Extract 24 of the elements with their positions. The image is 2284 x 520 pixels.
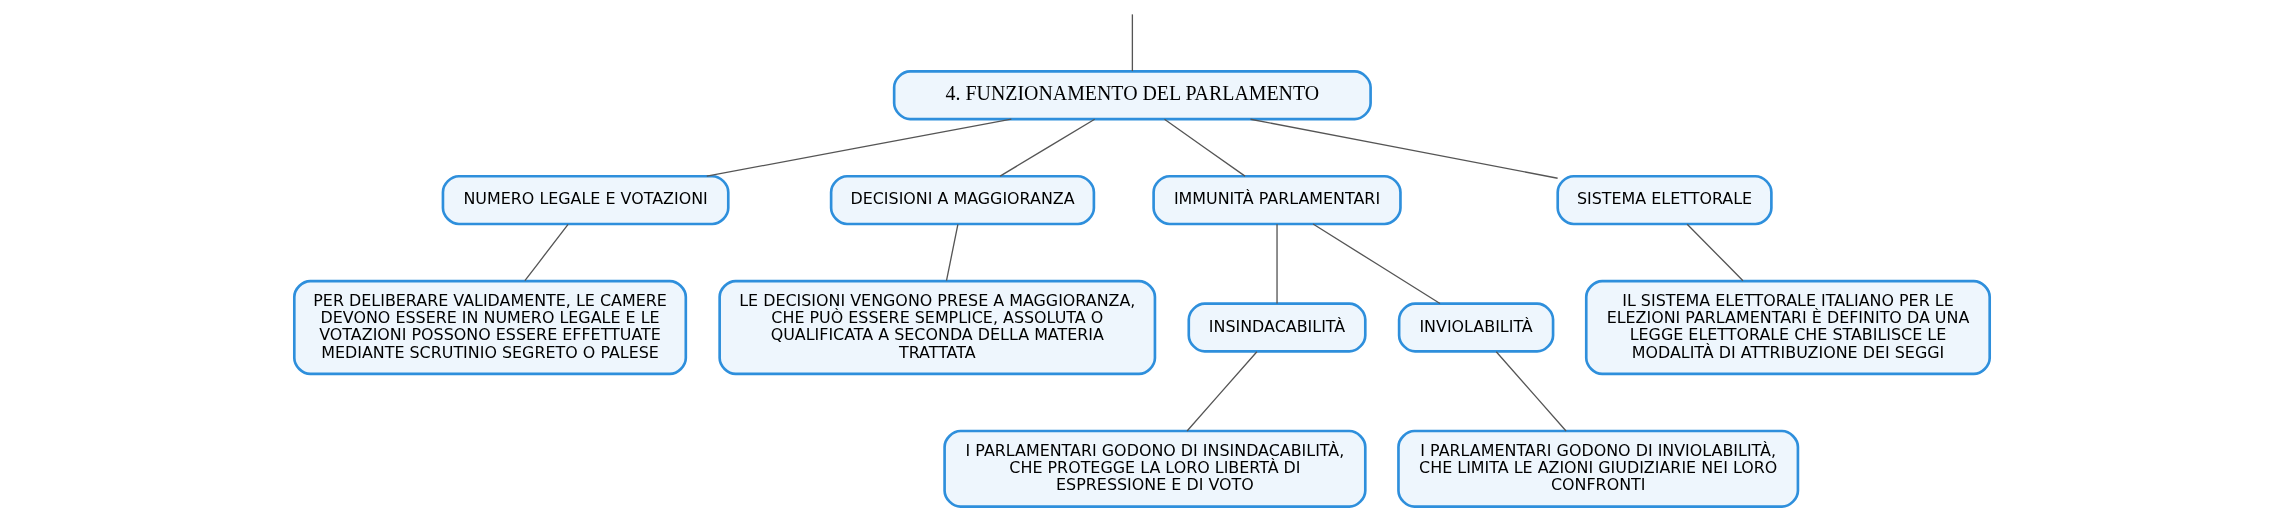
node-box: DECISIONI A MAGGIORANZA xyxy=(829,174,1096,226)
connector xyxy=(1312,223,1441,305)
connector xyxy=(1249,118,1559,179)
connector xyxy=(1276,223,1278,305)
connector xyxy=(1186,351,1258,432)
node-box: LE DECISIONI VENGONO PRESE A MAGGIORANZA, CHE PUÒ ESSERE SEMPLICE, ASSOLUTA O QUALIFICATA A SECONDA DELLA MATERIA TRATTATA xyxy=(718,279,1157,376)
connector xyxy=(1131,13,1134,72)
node-box: SISTEMA ELETTORALE xyxy=(1556,174,1773,226)
connector xyxy=(1495,351,1567,432)
node-box: INVIOLABILITÀ xyxy=(1397,302,1555,353)
connector xyxy=(1163,118,1246,177)
node-box: PER DELIBERARE VALIDAMENTE, LE CAMERE DEVONO ESSERE IN NUMERO LEGALE E LE VOTAZIONI POSSONO ESSERE EFFETTUATE MEDIANTE SCRUTINIO SEGRETO O PALESE xyxy=(293,279,688,376)
node-box: IMMUNITÀ PARLAMENTARI xyxy=(1152,174,1402,226)
connector xyxy=(524,223,569,282)
connector xyxy=(1686,223,1744,282)
node-box: INSINDACABILITÀ xyxy=(1187,302,1367,353)
node-box: I PARLAMENTARI GODONO DI INSINDACABILITÀ, CHE PROTEGGE LA LORO LIBERTÀ DI ESPRESSIONE E DI VOTO xyxy=(943,429,1367,508)
node-box: NUMERO LEGALE E VOTAZIONI xyxy=(441,174,730,226)
connector xyxy=(999,118,1096,177)
connector xyxy=(706,118,1013,177)
connector xyxy=(945,223,959,282)
node-box: I PARLAMENTARI GODONO DI INVIOLABILITÀ, CHE LIMITA LE AZIONI GIUDIZIARIE NEI LORO CONFRONTI xyxy=(1397,429,1800,508)
node-box: 4. FUNZIONAMENTO DEL PARLAMENTO xyxy=(892,70,1372,121)
node-box: IL SISTEMA ELETTORALE ITALIANO PER LE ELEZIONI PARLAMENTARI È DEFINITO DA UNA LEGGE ELETTORALE CHE STABILISCE LE MODALITÀ DI ATTRIBUZIONE DEI SEGGI xyxy=(1584,279,1991,376)
